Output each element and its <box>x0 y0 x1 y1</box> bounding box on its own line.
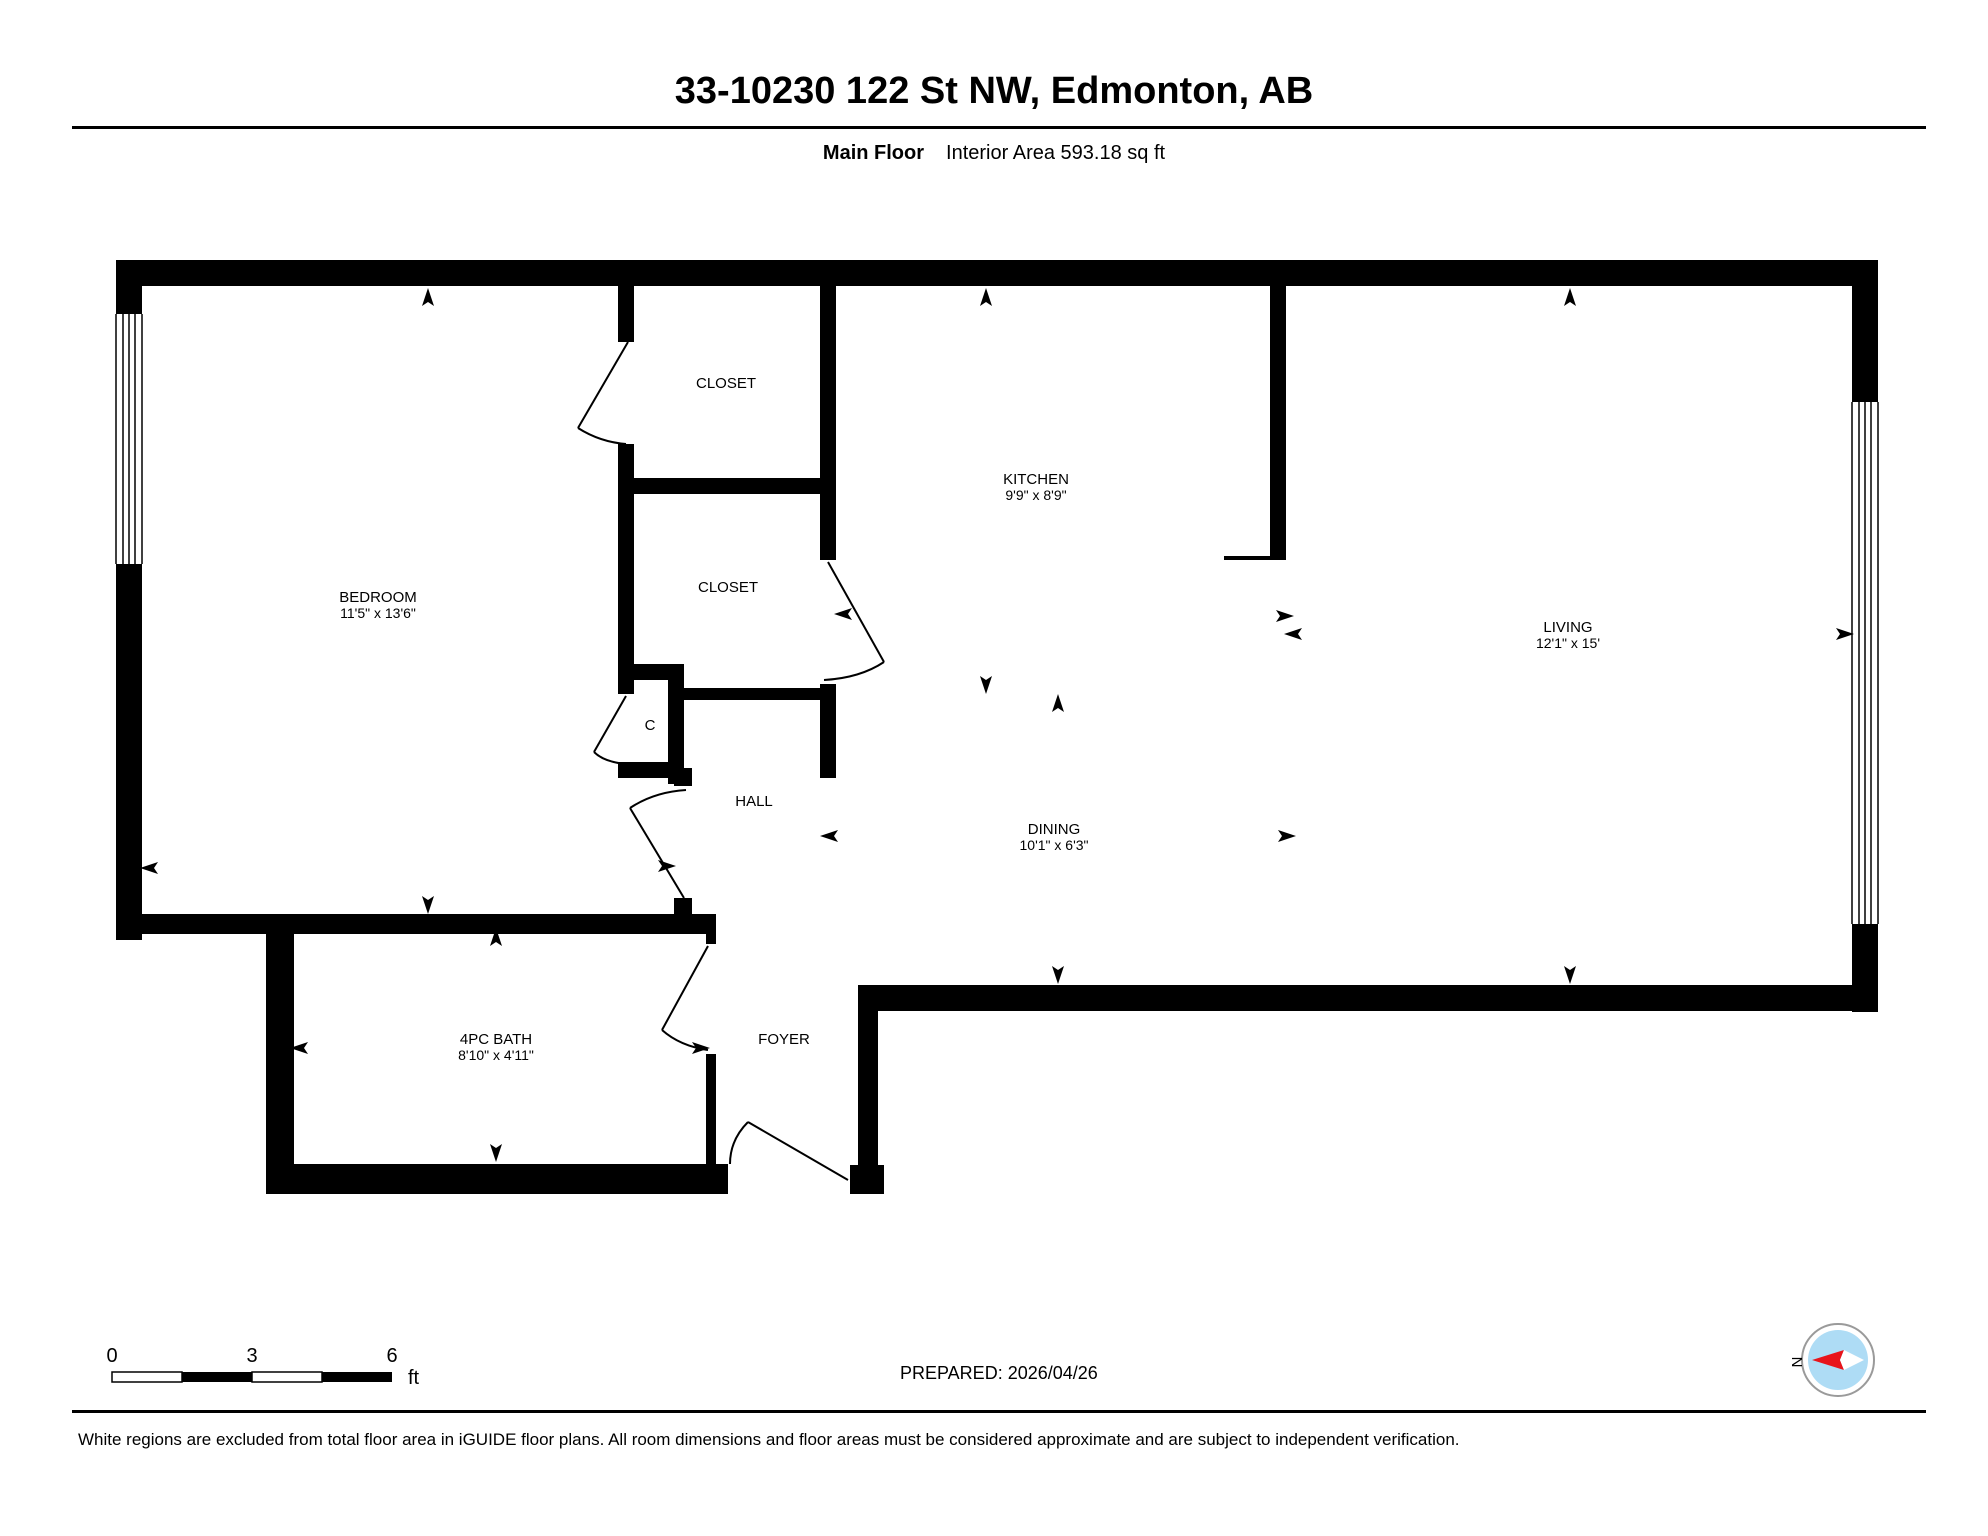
wall-foyer-right <box>858 985 878 1194</box>
door-closet-top <box>577 341 629 429</box>
wall-bath-left <box>266 914 294 1194</box>
room-closet-mid: CLOSET <box>698 579 758 596</box>
arrow <box>1052 966 1064 984</box>
room-dining-dims: 10'1" x 6'3" <box>1020 837 1089 853</box>
scale-tick-6: 6 <box>386 1345 397 1367</box>
windows <box>115 314 1879 924</box>
arrow <box>980 288 992 306</box>
wall-foyer-stub <box>850 1165 884 1194</box>
arrow <box>490 928 502 946</box>
floor-summary: Main Floor Interior Area 593.18 sq ft <box>0 142 1988 165</box>
dimension-arrows <box>140 288 1854 1162</box>
room-dining: DINING <box>1028 821 1081 838</box>
doors <box>577 341 885 1181</box>
arrow <box>1276 610 1294 622</box>
interior-area: Interior Area 593.18 sq ft <box>946 142 1166 164</box>
title-underline <box>72 126 1926 129</box>
room-kitchen: KITCHEN <box>1003 471 1069 488</box>
wall-bath-right-lower <box>706 1054 716 1164</box>
room-bath: 4PC BATH <box>460 1031 532 1048</box>
compass-icon: N <box>1788 1323 1875 1397</box>
wall-c-corner <box>674 768 692 786</box>
arrow <box>290 1042 308 1054</box>
footer-rule <box>72 1410 1926 1413</box>
wall-bath-bottom <box>266 1164 728 1194</box>
room-living-dims: 12'1" x 15' <box>1536 635 1600 651</box>
arrow <box>490 1144 502 1162</box>
arrow <box>658 860 676 872</box>
room-bath-dims: 8'10" x 4'11" <box>458 1047 534 1063</box>
scale-tick-3: 3 <box>246 1345 257 1367</box>
room-foyer: FOYER <box>758 1031 810 1048</box>
arrow <box>1278 830 1296 842</box>
arrow <box>1284 628 1302 640</box>
arrow <box>834 608 852 620</box>
wall-kitchen-counter <box>1224 556 1286 560</box>
floor-label: Main Floor <box>822 142 925 164</box>
door-closet-mid <box>827 561 885 663</box>
room-bedroom: BEDROOM <box>339 589 417 606</box>
wall-closet-divider <box>634 478 820 494</box>
prepared-date: PREPARED: 2026/04/26 <box>900 1363 1098 1383</box>
wall-top <box>116 260 1878 286</box>
wall-living-bottom <box>858 985 1878 1011</box>
room-hall: HALL <box>735 793 773 810</box>
page-title: 33-10230 122 St NW, Edmonton, AB <box>674 70 1314 112</box>
room-closet-top: CLOSET <box>696 375 756 392</box>
door-c <box>593 695 627 753</box>
door-bedroom <box>629 807 685 899</box>
arrow <box>820 830 838 842</box>
room-c: C <box>645 717 656 734</box>
wall-bath-right-stub <box>706 914 716 944</box>
wall-bedroom-bottom <box>116 914 712 934</box>
arrow <box>1836 628 1854 640</box>
wall-hall-corner <box>674 898 692 916</box>
arrow <box>692 1042 710 1054</box>
arrow <box>1052 694 1064 712</box>
room-living: LIVING <box>1543 619 1592 636</box>
arrow <box>422 288 434 306</box>
disclaimer: White regions are excluded from total fl… <box>78 1430 1460 1449</box>
compass-needle-icon <box>1812 1350 1844 1370</box>
wall-closet-bottom <box>682 688 820 700</box>
room-kitchen-dims: 9'9" x 8'9" <box>1005 487 1066 503</box>
wall-closet-right <box>820 286 836 560</box>
walls <box>116 260 1878 1194</box>
compass-label: N <box>1788 1357 1805 1368</box>
arrow <box>422 896 434 914</box>
wall-closet-left-lower <box>618 444 634 694</box>
scale-tick-0: 0 <box>106 1345 117 1367</box>
wall-c-bottom <box>618 762 674 778</box>
wall-hall-stub <box>820 684 836 778</box>
arrow <box>1564 966 1576 984</box>
arrow <box>1564 288 1576 306</box>
scale-bar: 0 3 6 ft <box>106 1345 419 1389</box>
scale-unit: ft <box>408 1367 420 1389</box>
arrow <box>980 676 992 694</box>
room-bedroom-dims: 11'5" x 13'6" <box>340 605 416 621</box>
wall-c-right <box>668 664 684 784</box>
door-bath <box>661 945 709 1031</box>
wall-kitchen-right <box>1270 286 1286 560</box>
door-entry <box>747 1121 849 1181</box>
arrow <box>140 862 158 874</box>
wall-closet-left-upper <box>618 286 634 342</box>
room-labels: CLOSET CLOSET KITCHEN 9'9" x 8'9" BEDROO… <box>339 375 1600 1063</box>
